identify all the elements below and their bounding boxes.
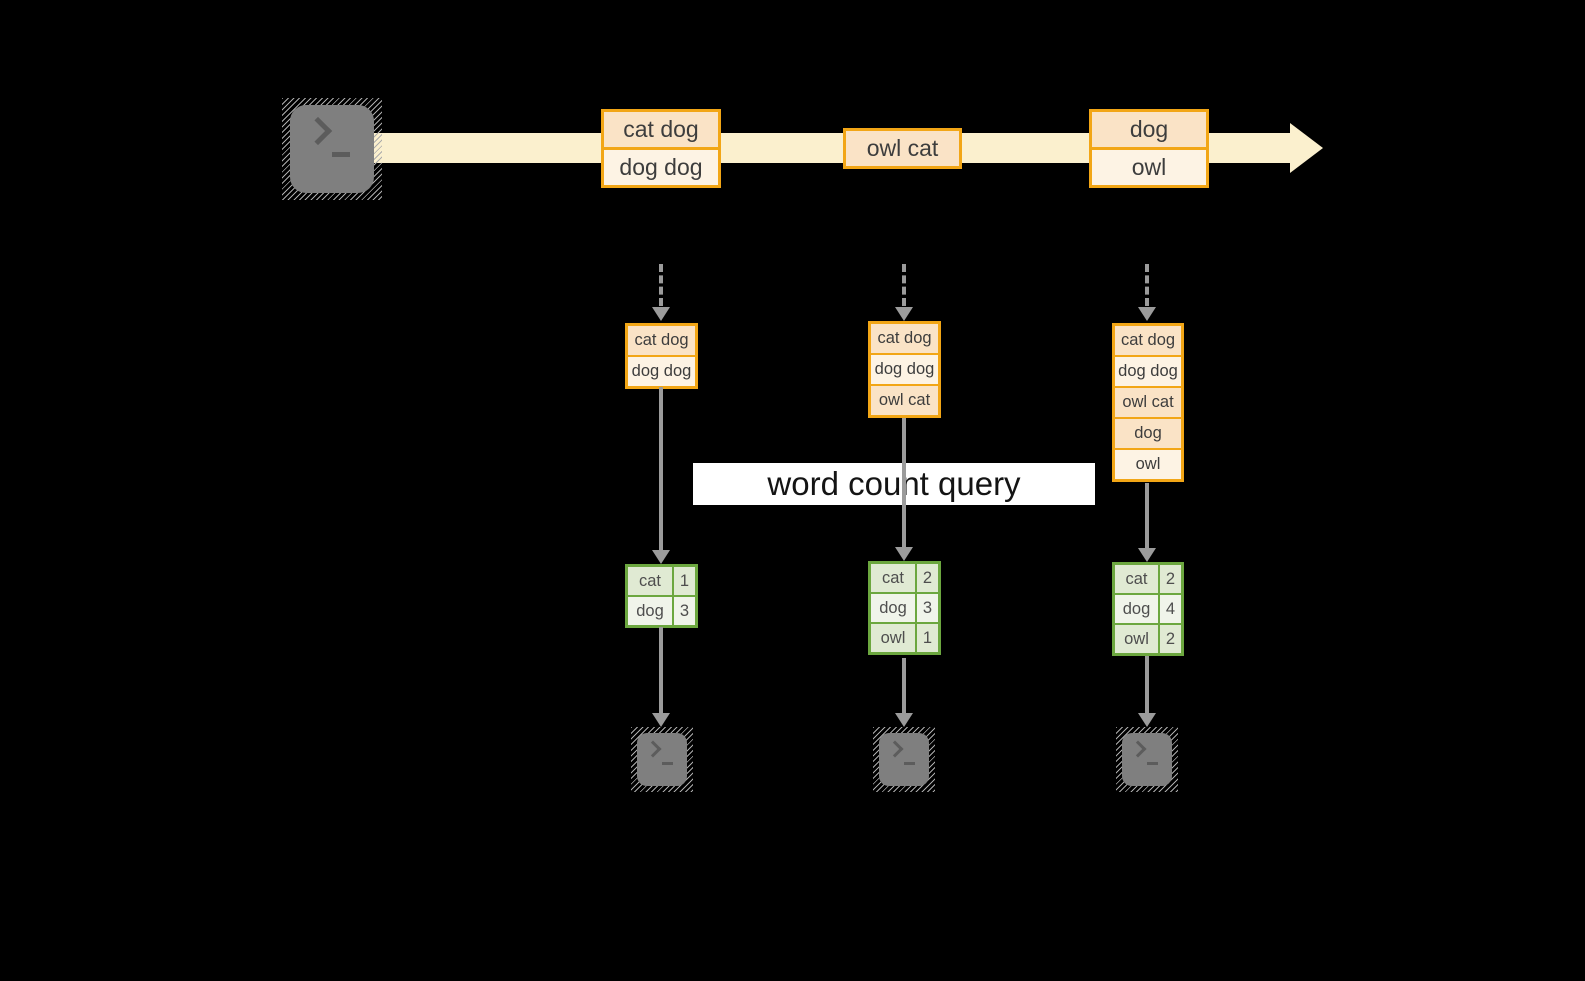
ingest-arrow-line-1 xyxy=(659,264,663,306)
query-arrow-line-2 xyxy=(902,418,906,547)
prompt-underscore-icon xyxy=(904,762,915,765)
output-arrow-line-3 xyxy=(1145,656,1149,713)
terminal-screen xyxy=(1122,733,1172,786)
output-arrow-line-2 xyxy=(902,658,906,713)
buffer-row: cat dog xyxy=(628,326,695,355)
buffer-row: dog xyxy=(1115,419,1181,448)
count-value: 2 xyxy=(917,564,938,592)
ingest-arrowhead-1 xyxy=(652,307,670,321)
output-terminal-icon-1 xyxy=(631,727,693,792)
terminal-screen xyxy=(637,733,687,786)
count-table-3: cat 2 dog 4 owl 2 xyxy=(1112,562,1184,656)
stream-arrowhead-icon xyxy=(1290,123,1323,173)
event-line: owl xyxy=(1092,150,1206,185)
event-line: owl cat xyxy=(846,131,959,166)
count-value: 1 xyxy=(674,567,695,595)
prompt-underscore-icon xyxy=(332,152,350,157)
count-value: 3 xyxy=(674,597,695,625)
event-box-3: dog owl xyxy=(1089,109,1209,188)
count-word: owl xyxy=(1115,625,1158,653)
terminal-screen xyxy=(879,733,929,786)
count-word: cat xyxy=(1115,565,1158,593)
event-line: dog xyxy=(1092,112,1206,147)
count-value: 2 xyxy=(1160,565,1181,593)
ingest-arrowhead-3 xyxy=(1138,307,1156,321)
prompt-chevron-icon xyxy=(886,740,904,758)
query-arrowhead-3 xyxy=(1138,548,1156,562)
query-arrowhead-1 xyxy=(652,550,670,564)
query-arrow-line-3 xyxy=(1145,483,1149,548)
output-terminal-icon-2 xyxy=(873,727,935,792)
prompt-underscore-icon xyxy=(662,762,673,765)
terminal-screen xyxy=(290,105,374,193)
output-arrowhead-2 xyxy=(895,713,913,727)
ingest-arrow-line-2 xyxy=(902,264,906,306)
prompt-chevron-icon xyxy=(303,116,333,146)
count-value: 2 xyxy=(1160,625,1181,653)
buffer-row: owl cat xyxy=(871,386,938,415)
buffer-row: owl cat xyxy=(1115,388,1181,417)
count-word: dog xyxy=(871,594,915,622)
ingest-arrow-line-3 xyxy=(1145,264,1149,306)
source-terminal-icon xyxy=(282,98,382,200)
prompt-underscore-icon xyxy=(1147,762,1158,765)
query-banner: word count query xyxy=(693,463,1095,505)
buffer-stack-2: cat dog dog dog owl cat xyxy=(868,321,941,418)
count-value: 1 xyxy=(917,624,938,652)
count-word: dog xyxy=(1115,595,1158,623)
buffer-row: cat dog xyxy=(1115,326,1181,355)
count-word: dog xyxy=(628,597,672,625)
count-value: 4 xyxy=(1160,595,1181,623)
count-table-1: cat 1 dog 3 xyxy=(625,564,698,628)
event-box-2: owl cat xyxy=(843,128,962,169)
event-box-1: cat dog dog dog xyxy=(601,109,721,188)
count-table-2: cat 2 dog 3 owl 1 xyxy=(868,561,941,655)
query-arrow-line-1 xyxy=(659,387,663,550)
buffer-row: dog dog xyxy=(871,355,938,384)
buffer-row: owl xyxy=(1115,450,1181,479)
buffer-stack-3: cat dog dog dog owl cat dog owl xyxy=(1112,323,1184,482)
prompt-chevron-icon xyxy=(644,740,662,758)
buffer-row: cat dog xyxy=(871,324,938,353)
query-arrowhead-2 xyxy=(895,547,913,561)
output-arrowhead-3 xyxy=(1138,713,1156,727)
output-arrow-line-1 xyxy=(659,627,663,713)
buffer-stack-1: cat dog dog dog xyxy=(625,323,698,389)
buffer-row: dog dog xyxy=(628,357,695,386)
ingest-arrowhead-2 xyxy=(895,307,913,321)
count-word: owl xyxy=(871,624,915,652)
event-line: dog dog xyxy=(604,150,718,185)
event-line: cat dog xyxy=(604,112,718,147)
buffer-row: dog dog xyxy=(1115,357,1181,386)
count-word: cat xyxy=(871,564,915,592)
output-terminal-icon-3 xyxy=(1116,727,1178,792)
prompt-chevron-icon xyxy=(1129,740,1147,758)
count-word: cat xyxy=(628,567,672,595)
count-value: 3 xyxy=(917,594,938,622)
output-arrowhead-1 xyxy=(652,713,670,727)
